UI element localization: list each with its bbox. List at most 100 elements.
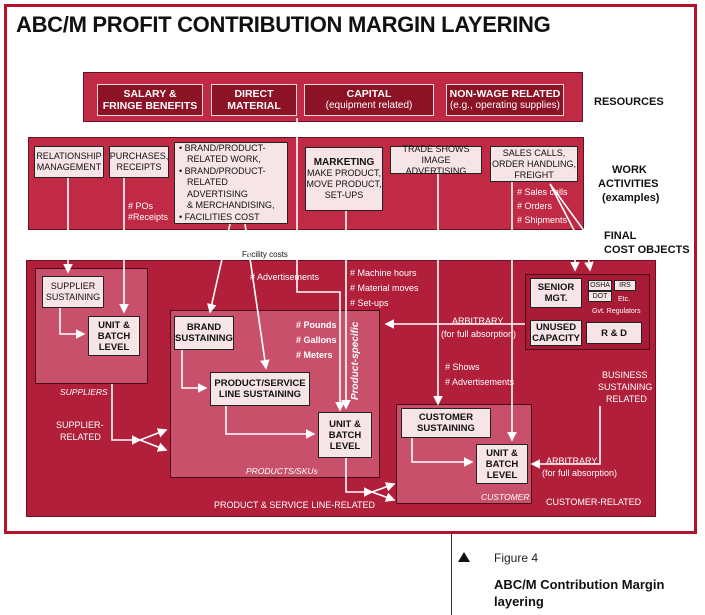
activity-relationship-line1: RELATIONSHIP bbox=[36, 151, 102, 161]
customer-sustaining: CUSTOMER SUSTAINING bbox=[401, 408, 491, 438]
rd-box: R & D bbox=[586, 322, 642, 344]
customer-unit-line1: UNIT & bbox=[486, 447, 518, 459]
resource-non-wage: NON-WAGE RELATED (e.g., operating suppli… bbox=[446, 84, 564, 116]
driver-gallons: # Gallons bbox=[296, 335, 337, 345]
driver-supplier-related-2: RELATED bbox=[60, 432, 101, 442]
driver-shows: # Shows bbox=[445, 362, 480, 372]
brand-sustaining-line2: SUSTAINING bbox=[175, 333, 233, 344]
brand-bullet-1: • BRAND/PRODUCT- bbox=[179, 142, 266, 153]
driver-receipts: #Receipts bbox=[128, 212, 169, 222]
brand-bullet-1b: RELATED WORK, bbox=[187, 154, 261, 165]
activity-marketing: MARKETING MAKE PRODUCT, MOVE PRODUCT, SE… bbox=[305, 147, 383, 211]
activity-brand-bullets: • BRAND/PRODUCT- RELATED WORK, • BRAND/P… bbox=[174, 142, 288, 224]
brand-bullet-2c: & MERCHANDISING, bbox=[187, 200, 275, 211]
driver-pos: # POs bbox=[128, 201, 154, 211]
driver-material-moves: # Material moves bbox=[350, 283, 419, 293]
senior-mgt-line2: MGT. bbox=[544, 293, 568, 304]
resource-direct-material-line1: DIRECT bbox=[234, 88, 274, 100]
product-line-line1: PRODUCT/SERVICE bbox=[214, 378, 306, 389]
caption-title-2: layering bbox=[494, 594, 544, 609]
driver-business-2: SUSTAINING bbox=[598, 382, 653, 392]
activity-relationship: RELATIONSHIP MANAGEMENT bbox=[34, 146, 104, 178]
resource-direct-material-line2: MATERIAL bbox=[227, 100, 281, 112]
resource-direct-material: DIRECT MATERIAL bbox=[211, 84, 297, 116]
product-unit-line1: UNIT & bbox=[329, 418, 361, 430]
product-unit-line3: LEVEL bbox=[329, 440, 361, 452]
driver-arbitrary2-sub: (for full absorption) bbox=[542, 468, 618, 478]
unused-capacity: UNUSED CAPACITY bbox=[530, 320, 582, 346]
trade-shows-line2: IMAGE ADVERTISING bbox=[405, 154, 467, 176]
driver-machine-hours: # Machine hours bbox=[350, 268, 417, 278]
supplier-sustaining: SUPPLIER SUSTAINING bbox=[42, 276, 104, 308]
driver-orders: # Orders bbox=[517, 201, 553, 211]
driver-supplier-related-1: SUPPLIER- bbox=[56, 420, 104, 430]
driver-set-ups: # Set-ups bbox=[350, 298, 389, 308]
marketing-title: MARKETING bbox=[313, 157, 375, 168]
triangle-icon bbox=[458, 552, 470, 562]
products-skus-label: PRODUCTS/SKUs bbox=[246, 466, 318, 476]
unused-capacity-line1: UNUSED bbox=[535, 322, 577, 333]
senior-mgt-line1: SENIOR bbox=[537, 282, 575, 293]
osha-box: OSHA bbox=[588, 280, 612, 291]
activity-purchases: PURCHASES, RECEIPTS bbox=[109, 146, 169, 178]
activity-purchases-line2: RECEIPTS bbox=[116, 162, 162, 172]
brand-bullet-2: • BRAND/PRODUCT- bbox=[179, 165, 266, 176]
driver-arbitrary1-sub: (for full absorption) bbox=[441, 329, 517, 339]
supplier-sustaining-line1: SUPPLIER bbox=[50, 281, 96, 291]
resource-salary-line1: SALARY & bbox=[123, 88, 177, 100]
activity-purchases-line1: PURCHASES, bbox=[109, 151, 169, 161]
label-work: WORK bbox=[612, 164, 647, 176]
driver-business-1: BUSINESS bbox=[602, 370, 648, 380]
brand-bullet-2b: RELATED ADVERTISING bbox=[187, 177, 248, 199]
page-title: ABC/M PROFIT CONTRIBUTION MARGIN LAYERIN… bbox=[16, 12, 551, 37]
driver-arbitrary2: ARBITRARY bbox=[546, 456, 598, 466]
label-customer-related: CUSTOMER-RELATED bbox=[546, 497, 642, 507]
activity-relationship-line2: MANAGEMENT bbox=[36, 162, 102, 172]
caption-title-1: ABC/M Contribution Margin bbox=[494, 577, 665, 592]
driver-meters: # Meters bbox=[296, 350, 333, 360]
resource-capital-line1: CAPITAL bbox=[346, 88, 392, 100]
driver-shipments: # Shipments bbox=[517, 215, 568, 225]
label-activities: ACTIVITIES bbox=[598, 178, 659, 190]
sales-calls-line1: SALES CALLS, bbox=[502, 147, 566, 158]
resource-salary-line2: FRINGE BENEFITS bbox=[102, 100, 198, 112]
driver-facility-costs: Facility costs bbox=[242, 250, 288, 259]
marketing-line2: MOVE PRODUCT, bbox=[306, 179, 382, 189]
supplier-unit-line1: UNIT & bbox=[98, 319, 130, 331]
figure-label: Figure 4 bbox=[494, 551, 539, 565]
customer-unit-line3: LEVEL bbox=[486, 469, 518, 481]
sales-calls-line3: FREIGHT bbox=[514, 169, 554, 180]
customer-sustaining-line2: SUSTAINING bbox=[417, 423, 475, 434]
brand-sustaining: BRAND SUSTAINING bbox=[174, 316, 234, 350]
driver-pounds: # Pounds bbox=[296, 320, 337, 330]
senior-mgt: SENIOR MGT. bbox=[530, 278, 582, 308]
activity-trade-shows: TRADE SHOWS IMAGE ADVERTISING bbox=[390, 143, 482, 176]
resource-non-wage-sub: (e.g., operating supplies) bbox=[449, 100, 561, 111]
unused-capacity-line2: CAPACITY bbox=[532, 333, 580, 344]
resource-non-wage-line1: NON-WAGE RELATED bbox=[449, 88, 561, 100]
suppliers-label: SUPPLIERS bbox=[60, 387, 108, 397]
label-product-service-line-related: PRODUCT & SERVICE LINE-RELATED bbox=[214, 500, 376, 510]
driver-arbitrary1: ARBITRARY bbox=[452, 316, 504, 326]
resource-capital-sub: (equipment related) bbox=[325, 100, 413, 111]
supplier-unit-line2: BATCH bbox=[97, 330, 131, 342]
driver-advertisements: # Advertisements bbox=[250, 272, 320, 282]
brand-sustaining-line1: BRAND bbox=[186, 322, 222, 333]
customer-unit-batch: UNIT & BATCH LEVEL bbox=[476, 444, 528, 484]
resource-salary: SALARY & FRINGE BENEFITS bbox=[97, 84, 203, 116]
dot-box: DOT bbox=[588, 291, 612, 302]
sales-calls-line2: ORDER HANDLING, bbox=[491, 158, 576, 169]
driver-business-3: RELATED bbox=[606, 394, 647, 404]
govt-regulators-label: Gvt. Regulators bbox=[592, 308, 641, 315]
driver-sales-calls: # Sales calls bbox=[517, 187, 568, 197]
product-unit-batch: UNIT & BATCH LEVEL bbox=[318, 412, 372, 458]
activity-sales-calls: SALES CALLS, ORDER HANDLING, FREIGHT bbox=[490, 146, 578, 182]
label-final: FINAL bbox=[604, 230, 637, 242]
trade-shows-line1: TRADE SHOWS bbox=[402, 143, 470, 154]
caption-rule bbox=[451, 534, 452, 615]
marketing-line3: SET-UPS bbox=[324, 190, 364, 200]
supplier-unit-batch: UNIT & BATCH LEVEL bbox=[88, 316, 140, 356]
product-unit-line2: BATCH bbox=[328, 429, 362, 441]
etc-label: Etc. bbox=[618, 296, 631, 303]
irs-box: IRS bbox=[614, 280, 636, 291]
